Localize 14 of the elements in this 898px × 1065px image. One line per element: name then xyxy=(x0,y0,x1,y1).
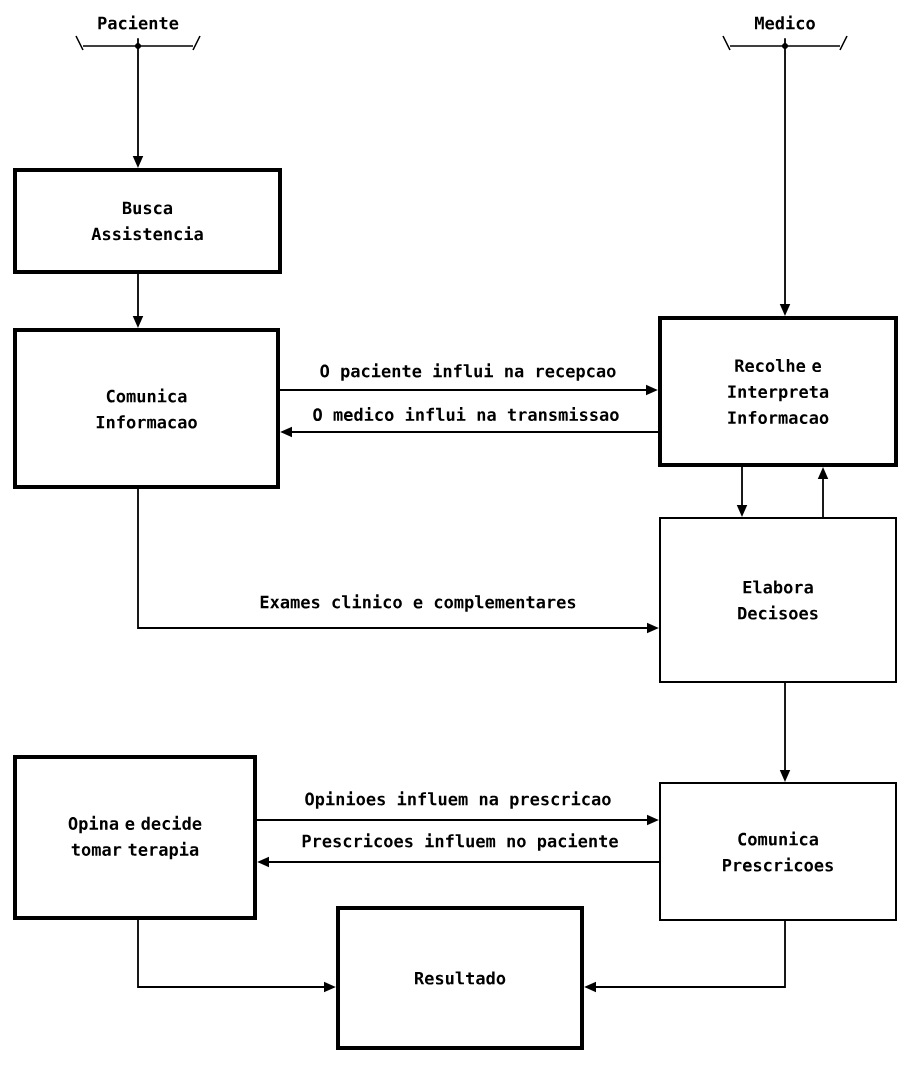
edge-label: O medico influi na transmissao xyxy=(311,406,621,423)
process-box: Opina e decide tomar terapia xyxy=(13,755,257,920)
process-box: Comunica Informacao xyxy=(13,328,280,489)
edge-label: O paciente influi na recepcao xyxy=(318,362,618,382)
process-box: Comunica Prescricoes xyxy=(659,782,897,921)
edge-label: Prescricoes influem no paciente xyxy=(300,832,620,852)
process-box: Resultado xyxy=(336,906,584,1050)
header-text: Medico xyxy=(755,15,815,30)
process-box: Recolhe e Interpreta Informacao xyxy=(658,316,898,467)
process-box: Busca Assistencia xyxy=(13,168,282,274)
header-text: Paciente xyxy=(98,15,179,30)
edge-label: Opinioes influem na prescricao xyxy=(303,790,613,810)
edge-label: Exames clinico e complementares xyxy=(258,593,578,613)
process-box: Elabora Decisoes xyxy=(659,517,897,683)
